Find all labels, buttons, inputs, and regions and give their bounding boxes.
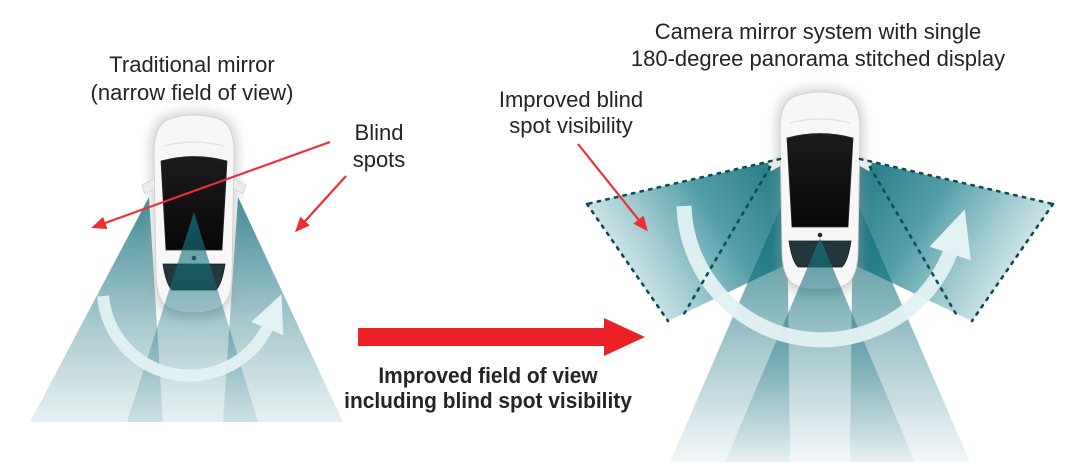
arrow-right-icon xyxy=(358,318,645,356)
left-title-line1: Traditional mirror xyxy=(109,52,274,77)
center-rearview-fov-cone xyxy=(725,238,915,462)
transition-caption-line1: Improved field of view xyxy=(378,364,598,389)
right-title-line2: 180-degree panorama stitched display xyxy=(631,46,1005,71)
transition-caption-line2: including blind spot visibility xyxy=(344,389,632,414)
dashed-left-edge xyxy=(585,202,670,323)
blind-spots-label-line2: spots xyxy=(353,147,406,172)
improved-visibility-label-line1: Improved blind xyxy=(499,87,643,112)
dashed-old-cone-right xyxy=(868,165,958,316)
blind-spots-label-line1: Blind xyxy=(355,120,404,145)
fov-arc-arrow xyxy=(676,205,971,348)
transition-caption: Improved field of view including blind s… xyxy=(344,364,632,414)
right-title-line1: Camera mirror system with single xyxy=(655,19,981,44)
dashed-right-edge xyxy=(970,202,1055,323)
improved-visibility-annotation-arrow xyxy=(577,143,648,232)
blind-spot-annotation-arrow-right xyxy=(294,175,347,233)
left-diagram: Traditional mirror (narrow field of view… xyxy=(30,52,405,422)
blind-spot-annotation-arrow-left xyxy=(91,140,331,230)
left-title-line2: (narrow field of view) xyxy=(91,80,294,105)
fov-arc-arrow xyxy=(97,294,284,382)
transition: Improved field of view including blind s… xyxy=(344,318,645,413)
left-mirror-fov-cone xyxy=(30,197,163,422)
improved-visibility-label-line2: spot visibility xyxy=(509,113,632,138)
fov-dashed-boundaries xyxy=(585,157,1055,323)
dashed-old-cone-left xyxy=(682,165,772,316)
dashed-top-right-edge xyxy=(858,157,1055,206)
dashed-top-left-edge xyxy=(585,157,782,206)
right-diagram: Camera mirror system with single 180-deg… xyxy=(499,19,1055,462)
